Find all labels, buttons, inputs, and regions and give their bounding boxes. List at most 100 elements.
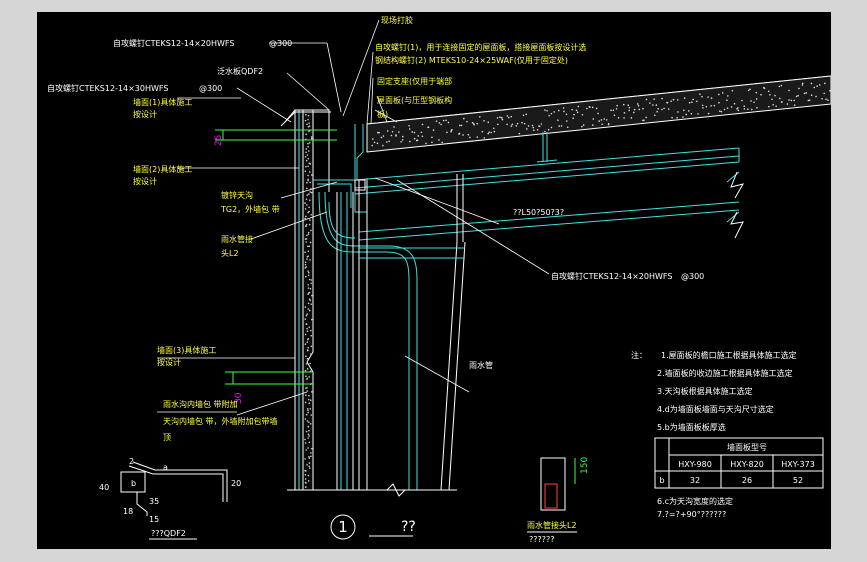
insulation-dot	[557, 109, 560, 112]
insulation-dot	[533, 129, 535, 132]
insulation-dot	[310, 452, 312, 454]
insulation-dot	[308, 245, 311, 248]
insulation-dot	[610, 109, 612, 112]
insulation-dot	[592, 118, 595, 120]
insulation-dot	[810, 82, 813, 85]
screw-note-2: 钢结构螺钉(2) MTEKS10-24×25WAF(仅用于固定处)	[375, 55, 568, 65]
profile-dim-top: 2	[129, 457, 134, 466]
insulation-dot	[657, 108, 659, 110]
insulation-dot	[309, 259, 311, 261]
insulation-dot	[598, 120, 601, 122]
insulation-dot	[308, 402, 311, 404]
insulation-dot	[772, 103, 774, 106]
insulation-dot	[818, 84, 821, 86]
insulation-dot	[726, 107, 729, 109]
insulation-dot	[707, 96, 709, 98]
table-val-1: 32	[690, 476, 700, 485]
insulation-dot	[747, 89, 750, 92]
insulation-dot	[755, 98, 758, 100]
insulation-dot	[562, 107, 565, 109]
insulation-dot	[306, 330, 309, 333]
insulation-dot	[476, 136, 479, 138]
insulation-dot	[310, 136, 313, 138]
insulation-dot	[685, 113, 688, 116]
insulation-dot	[307, 287, 310, 289]
insulation-dot	[801, 84, 804, 86]
insulation-dot	[308, 130, 310, 133]
insulation-dot	[308, 142, 311, 144]
insulation-dot	[309, 163, 312, 165]
table-col-3: HXY-373	[781, 460, 815, 469]
section-title: ??	[401, 519, 416, 535]
gutter-label-1: 镀锌天沟	[221, 190, 253, 200]
insulation-dot	[442, 119, 445, 122]
insulation-dot	[310, 174, 313, 176]
insulation-dot	[798, 87, 800, 90]
insulation-dot	[304, 251, 306, 254]
insulation-dot	[304, 318, 307, 320]
insulation-dot	[310, 318, 313, 321]
insulation-dot	[305, 314, 308, 317]
insulation-dot	[553, 111, 555, 113]
insulation-dot	[627, 104, 630, 107]
insulation-dot	[572, 117, 575, 120]
insulation-dot	[310, 334, 313, 337]
insulation-dot	[478, 115, 481, 118]
insulation-dot	[310, 455, 312, 458]
insulation-dot	[401, 139, 404, 141]
insulation-dot	[305, 159, 308, 162]
insulation-dot	[586, 107, 588, 110]
insulation-dot	[483, 120, 485, 122]
section-number: 1	[338, 518, 348, 536]
insulation-dot	[630, 117, 633, 119]
insulation-dot	[616, 104, 618, 107]
insulation-dot	[308, 326, 310, 328]
insulation-dot	[747, 108, 749, 111]
insulation-dot	[307, 250, 310, 253]
insulation-dot	[309, 219, 311, 221]
insulation-dot	[450, 129, 453, 131]
insulation-dot	[307, 233, 310, 235]
insulation-dot	[565, 113, 568, 116]
insulation-dot	[821, 97, 823, 100]
insulation-dot	[563, 110, 565, 113]
insulation-dot	[521, 121, 523, 124]
panel-table	[654, 437, 824, 489]
profile-dim-35: 35	[149, 497, 159, 506]
insulation-dot	[769, 94, 771, 96]
insulation-dot	[488, 131, 491, 133]
insulation-dot	[308, 467, 311, 469]
insulation-dot	[672, 98, 675, 101]
profile-dim-18: 18	[123, 507, 133, 516]
insulation-dot	[305, 449, 307, 451]
insulation-dot	[603, 118, 605, 120]
insulation-dot	[487, 132, 490, 135]
insulation-dot	[304, 155, 307, 158]
insulation-dot	[702, 107, 704, 109]
insulation-dot	[305, 275, 307, 278]
insulation-dot	[446, 131, 448, 134]
insulation-dot	[726, 99, 728, 102]
insulation-dot	[628, 106, 631, 109]
insulation-dot	[682, 116, 684, 118]
insulation-dot	[582, 124, 585, 126]
insulation-dot	[305, 223, 308, 226]
insulation-dot	[306, 377, 309, 380]
insulation-dot	[305, 266, 308, 268]
insulation-dot	[687, 110, 690, 112]
insulation-dot	[645, 116, 647, 119]
insulation-dot	[304, 263, 307, 266]
insulation-dot	[677, 111, 679, 113]
insulation-dot	[755, 91, 758, 94]
table-val-2: 26	[742, 476, 752, 485]
insulation-dot	[305, 323, 308, 326]
pipe-caption: 雨水管接头L2	[527, 520, 577, 530]
profile-caption: ???QDF2	[151, 529, 186, 538]
insulation-dot	[415, 139, 418, 142]
insulation-dot	[691, 101, 693, 103]
insulation-dot	[438, 139, 440, 141]
insulation-dot	[435, 120, 438, 122]
bottom-note-2: 天沟内墙包 带，外墙附加包带墙	[163, 416, 278, 426]
note-item-7: 7.?=?+90°??????	[657, 510, 726, 519]
insulation-dot	[307, 174, 309, 177]
